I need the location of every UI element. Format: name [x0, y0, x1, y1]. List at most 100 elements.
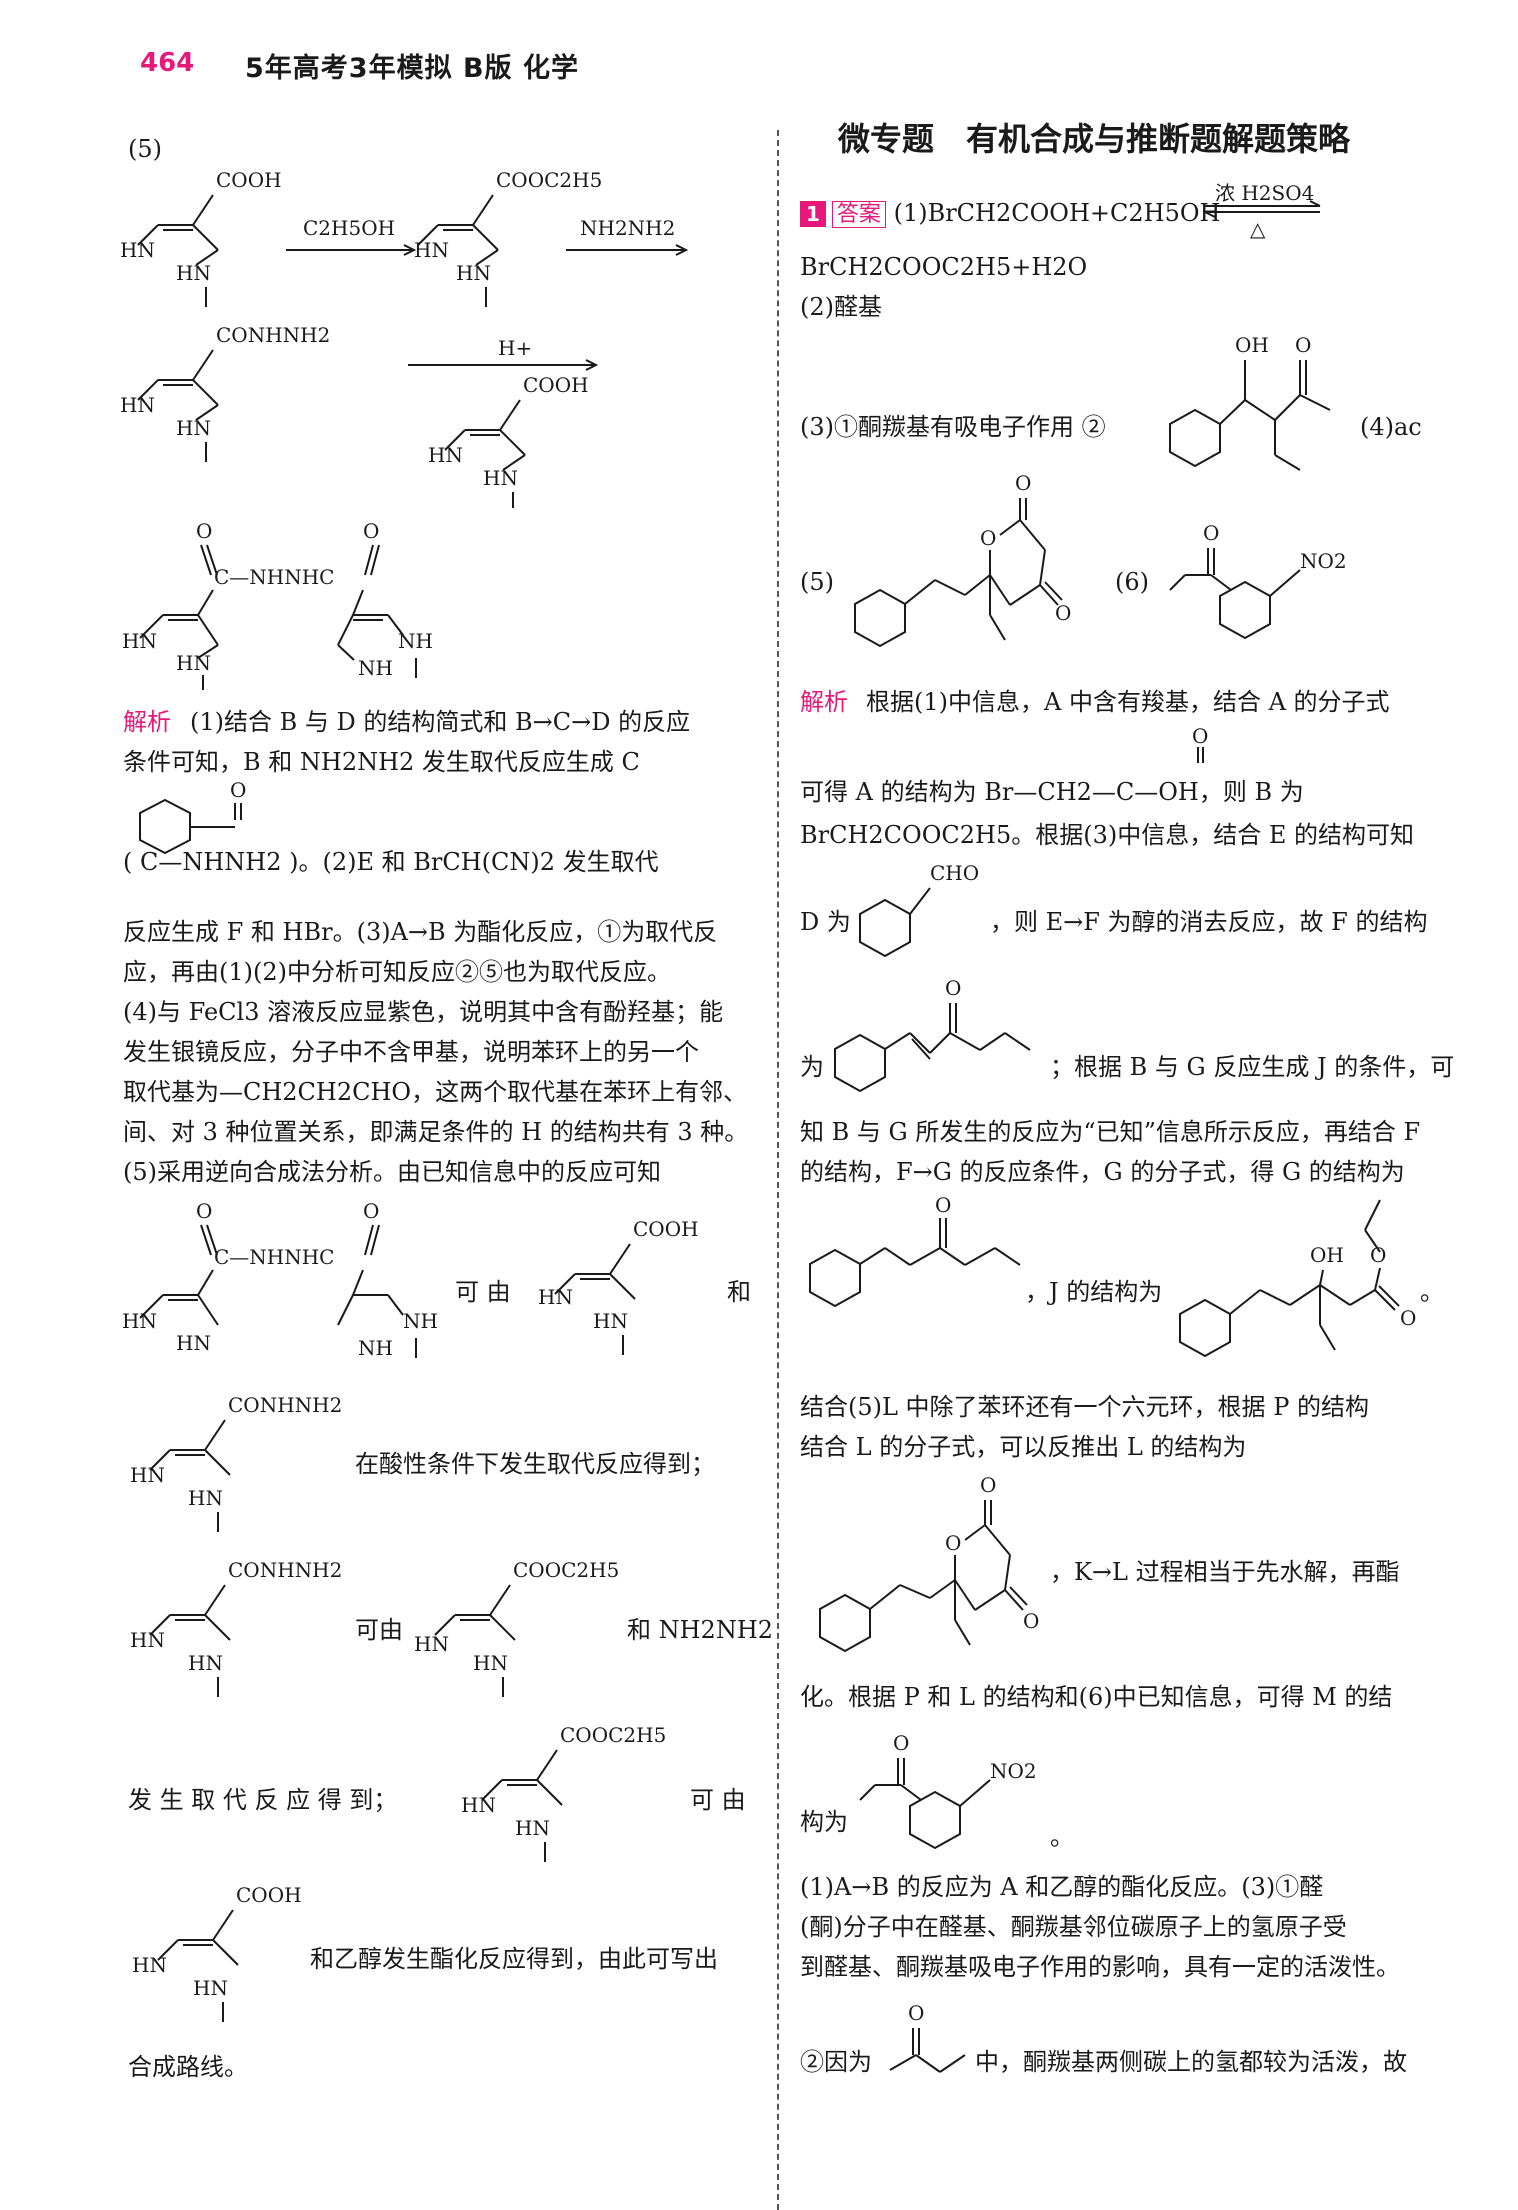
- equilibrium-arrow: [1204, 200, 1321, 218]
- nh-label: NH: [358, 1336, 393, 1360]
- text-can-from-2: 可由: [355, 1616, 403, 1644]
- right-line-7: 知 B 与 G 所发生的反应为“已知”信息所示反应，再结合 F: [800, 1118, 1421, 1146]
- o-label: O: [893, 1731, 909, 1755]
- hydrazide-molecule: CONHNH2 HN HN: [130, 1393, 342, 1532]
- retro-scheme-2: CONHNH2 HN HN COOC2H5 HN HN: [130, 1558, 619, 1697]
- benzoyl-hydrazide: O: [139, 778, 246, 855]
- text-can-from-3: 可 由: [690, 1786, 746, 1814]
- left-line-9: (5)采用逆向合成法分析。由已知信息中的反应可知: [123, 1158, 661, 1186]
- left-line-5: (4)与 FeCl3 溶液反应显紫色，说明其中含有酚羟基；能: [123, 998, 724, 1026]
- text-can-from: 可 由: [455, 1278, 511, 1306]
- reagent-hydrazine: NH2NH2: [580, 216, 675, 240]
- o-label: O: [980, 1473, 996, 1497]
- book-title: 5年高考3年模拟 B版 化学: [245, 53, 579, 84]
- no2-label: NO2: [1300, 549, 1347, 573]
- o-label: O: [1370, 1243, 1386, 1267]
- column-divider: [777, 130, 779, 2210]
- hn-label: HN: [188, 1486, 223, 1510]
- reagent-ethanol: C2H5OH: [303, 216, 395, 240]
- o-label: O: [1203, 521, 1219, 545]
- ketone-g-structure: O: [809, 1193, 1021, 1308]
- right-line-14: 构为: [800, 1808, 848, 1836]
- answer-6-structure: O NO2: [1169, 521, 1347, 640]
- scheme-row2: CONHNH2 HN HN H+ COOH HN HN: [120, 323, 599, 508]
- right-line-2: BrCH2COOC2H5。根据(3)中信息，结合 E 的结构可知: [800, 821, 1414, 849]
- conhnh2-label: CONHNH2: [216, 323, 330, 347]
- answer-badge-number: 1: [800, 201, 826, 227]
- right-line-6: ；根据 B 与 G 反应生成 J 的条件，可: [1050, 1053, 1455, 1081]
- o-label: O: [363, 519, 379, 543]
- lactone-l-structure: O O O: [819, 1473, 1039, 1653]
- o-label: O: [935, 1193, 951, 1217]
- hn-label: HN: [188, 1651, 223, 1675]
- cooet-label: COOC2H5: [496, 168, 602, 192]
- right-line-1: 可得 A 的结构为 Br—CH2—C—OH，则 B 为: [800, 778, 1304, 806]
- o-label: O: [1295, 333, 1311, 357]
- right-line-12: ，K→L 过程相当于先水解，再酯: [1050, 1558, 1400, 1586]
- cooh-label: COOH: [216, 168, 282, 192]
- o-label: O: [1055, 601, 1071, 625]
- right-line-10: 结合(5)L 中除了苯环还有一个六元环，根据 P 的结构: [800, 1393, 1369, 1421]
- benzaldehyde: CHO: [859, 861, 979, 958]
- answer-5-structure: O O O: [854, 471, 1071, 648]
- analysis-label-left: 解析: [123, 708, 171, 736]
- o-label: O: [945, 976, 961, 1000]
- o-label: O: [1015, 471, 1031, 495]
- hn-label: HN: [483, 466, 518, 490]
- page-number: 464: [140, 48, 195, 78]
- hn-label: HN: [122, 1309, 157, 1333]
- right-line-4: ，则 E→F 为醇的消去反应，故 F 的结构: [990, 908, 1428, 936]
- retro-scheme-1: O O C—NHNHC HN HN NH NH COOH HN HN: [122, 1199, 699, 1360]
- right-line-13: 化。根据 P 和 L 的结构和(6)中已知信息，可得 M 的结: [800, 1683, 1393, 1711]
- right-line-18: 到醛基、酮羰基吸电子作用的影响，具有一定的活泼性。: [800, 1953, 1400, 1981]
- section-title: 微专题 有机合成与推断题解题策略: [838, 120, 1351, 158]
- o-label: O: [1192, 724, 1208, 748]
- hn-label: HN: [176, 261, 211, 285]
- right-line-8: 的结构，F→G 的反应条件，G 的分子式，得 G 的结构为: [800, 1158, 1405, 1186]
- reagent-acid: H+: [498, 336, 532, 360]
- o-label: O: [1400, 1306, 1416, 1330]
- hn-label: HN: [428, 443, 463, 467]
- o-label: O: [945, 1531, 961, 1555]
- hn-label: HN: [414, 238, 449, 262]
- oh-label: OH: [1235, 333, 1269, 357]
- nh-label: NH: [358, 656, 393, 680]
- left-line-3: 反应生成 F 和 HBr。(3)A→B 为酯化反应，①为取代反: [123, 918, 718, 946]
- conhnh2-label: CONHNH2: [228, 1558, 342, 1582]
- hn-label: HN: [176, 416, 211, 440]
- answer-4: (4)ac: [1360, 413, 1422, 441]
- condition-top: 浓 H2SO4: [1215, 181, 1315, 205]
- answer-1-text: (1)BrCH2COOH+C2H5OH: [893, 199, 1221, 227]
- left-line-4: 应，再由(1)(2)中分析可知反应②⑤也为取代反应。: [123, 958, 671, 986]
- o-label: O: [196, 519, 212, 543]
- right-line-3: D 为: [800, 908, 851, 936]
- cooh-label: COOH: [523, 373, 589, 397]
- text-and-hydrazine: 和 NH2NH2: [627, 1616, 774, 1644]
- answer-3: (3)①酮羰基有吸电子作用 ②: [800, 413, 1106, 441]
- left-line-7: 取代基为—CH2CH2CHO，这两个取代基在苯环上有邻、: [123, 1078, 748, 1106]
- butanone-structure: O: [889, 2001, 966, 2073]
- hn-label: HN: [473, 1651, 508, 1675]
- ester-molecule: COOC2H5 HN HN: [461, 1723, 666, 1862]
- right-line-5: 为: [800, 1053, 824, 1081]
- condition-bottom: △: [1250, 217, 1266, 241]
- answer-3-structure: OH O: [1169, 333, 1331, 471]
- hn-label: HN: [132, 1953, 167, 1977]
- hn-label: HN: [176, 651, 211, 675]
- nhnhc-label: C—NHNHC: [214, 1245, 335, 1269]
- right-line-17: (酮)分子中在醛基、酮羰基邻位碳原子上的氢原子受: [800, 1913, 1347, 1941]
- scheme-row1: COOH HN HN C2H5OH COOC2H5 HN HN NH2NH2: [120, 168, 689, 307]
- cooet-label: COOC2H5: [513, 1558, 619, 1582]
- hn-label: HN: [176, 1331, 211, 1355]
- enone-structure: O: [834, 976, 1031, 1093]
- conhnh2-label: CONHNH2: [228, 1393, 342, 1417]
- hn-label: HN: [414, 1632, 449, 1656]
- o-label: O: [980, 526, 996, 550]
- o-label: O: [1023, 1609, 1039, 1633]
- right-line-9: ，J 的结构为: [1025, 1278, 1163, 1306]
- text-substitution-get: 发 生 取 代 反 应 得 到；: [128, 1786, 398, 1814]
- hn-label: HN: [456, 261, 491, 285]
- answer-2: (2)醛基: [800, 293, 882, 321]
